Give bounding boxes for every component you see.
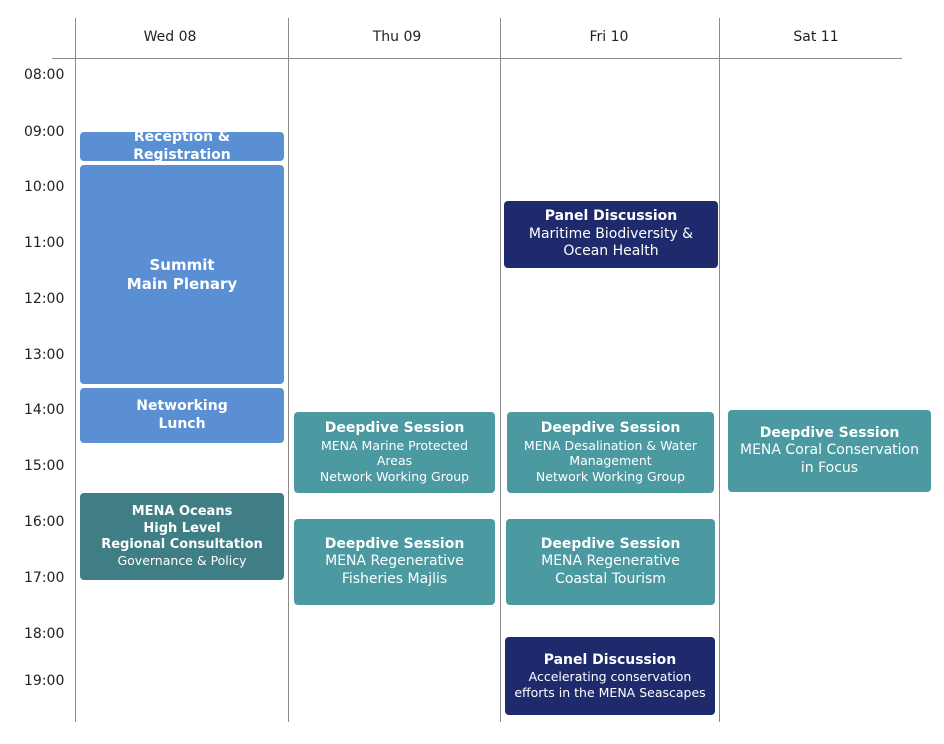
time-label: 16:00	[24, 514, 65, 530]
event-subtitle: Coastal Tourism	[555, 570, 666, 587]
event-title: Deepdive Session	[324, 535, 465, 552]
event-thu-deepdive-fisheries[interactable]: Deepdive Session MENA Regenerative Fishe…	[294, 519, 495, 605]
event-title: Lunch	[158, 415, 206, 432]
event-subtitle: Areas	[376, 453, 413, 469]
event-title: Deepdive Session	[540, 535, 681, 552]
event-title: Deepdive Session	[759, 424, 900, 441]
time-label: 08:00	[24, 67, 65, 83]
time-label: 12:00	[24, 291, 65, 307]
event-subtitle: Ocean Health	[563, 243, 659, 260]
time-label: 11:00	[24, 235, 65, 251]
event-subtitle: MENA Desalination & Water	[523, 437, 698, 453]
event-thu-deepdive-mpa[interactable]: Deepdive Session MENA Marine Protected A…	[294, 412, 495, 493]
event-subtitle: MENA Marine Protected	[320, 437, 469, 453]
time-label: 09:00	[24, 124, 65, 140]
event-fri-panel-conservation[interactable]: Panel Discussion Accelerating conservati…	[505, 637, 715, 715]
header-divider	[52, 58, 902, 59]
day-header-thu: Thu 09	[372, 29, 422, 45]
event-networking-lunch[interactable]: Networking Lunch	[80, 388, 284, 443]
event-subtitle: Fisheries Majlis	[341, 570, 448, 587]
event-subtitle: Management	[569, 453, 652, 469]
event-title: Summit	[149, 255, 215, 274]
event-title: Networking	[136, 398, 228, 414]
event-subtitle: MENA Regenerative	[325, 553, 464, 570]
event-title: Main Plenary	[126, 274, 238, 293]
event-fri-deepdive-tourism[interactable]: Deepdive Session MENA Regenerative Coast…	[506, 519, 715, 605]
time-label: 13:00	[24, 347, 65, 363]
event-subtitle: Network Working Group	[319, 469, 470, 485]
event-subtitle: efforts in the MENA Seascapes	[514, 684, 706, 700]
event-summit-main-plenary[interactable]: Summit Main Plenary	[80, 165, 284, 384]
time-label: 17:00	[24, 570, 65, 586]
time-label: 19:00	[24, 673, 65, 689]
event-title: Reception & Registration	[133, 129, 231, 163]
event-mena-oceans-consultation[interactable]: MENA Oceans High Level Regional Consulta…	[80, 493, 284, 580]
event-title: Panel Discussion	[544, 208, 678, 225]
event-subtitle: MENA Regenerative	[541, 553, 680, 570]
event-title: Deepdive Session	[324, 420, 465, 437]
column-divider	[500, 18, 501, 722]
event-subtitle: Network Working Group	[535, 469, 686, 485]
column-divider	[75, 18, 76, 722]
time-label: 14:00	[24, 402, 65, 418]
event-reception-registration[interactable]: Reception & Registration	[80, 129, 284, 163]
event-subtitle: MENA Coral Conservation	[740, 442, 919, 459]
event-subtitle: Governance & Policy	[117, 553, 247, 569]
column-divider	[288, 18, 289, 722]
event-subtitle: in Focus	[800, 459, 859, 476]
column-divider	[719, 18, 720, 722]
day-header-fri: Fri 10	[589, 29, 629, 45]
day-header-sat: Sat 11	[793, 29, 839, 45]
day-header-wed: Wed 08	[143, 29, 197, 45]
event-title: High Level	[143, 520, 221, 536]
event-title: Deepdive Session	[540, 420, 681, 437]
event-fri-deepdive-desalination[interactable]: Deepdive Session MENA Desalination & Wat…	[507, 412, 714, 493]
event-sat-deepdive-coral[interactable]: Deepdive Session MENA Coral Conservation…	[728, 410, 931, 492]
time-label: 15:00	[24, 458, 65, 474]
event-title: Regional Consultation	[101, 536, 263, 552]
event-title: Panel Discussion	[543, 651, 677, 668]
time-label: 10:00	[24, 179, 65, 195]
event-subtitle: Maritime Biodiversity &	[528, 225, 694, 242]
event-fri-panel-biodiversity[interactable]: Panel Discussion Maritime Biodiversity &…	[504, 201, 718, 268]
event-title: MENA Oceans	[131, 504, 233, 520]
time-label: 18:00	[24, 626, 65, 642]
event-subtitle: Accelerating conservation	[528, 669, 692, 685]
